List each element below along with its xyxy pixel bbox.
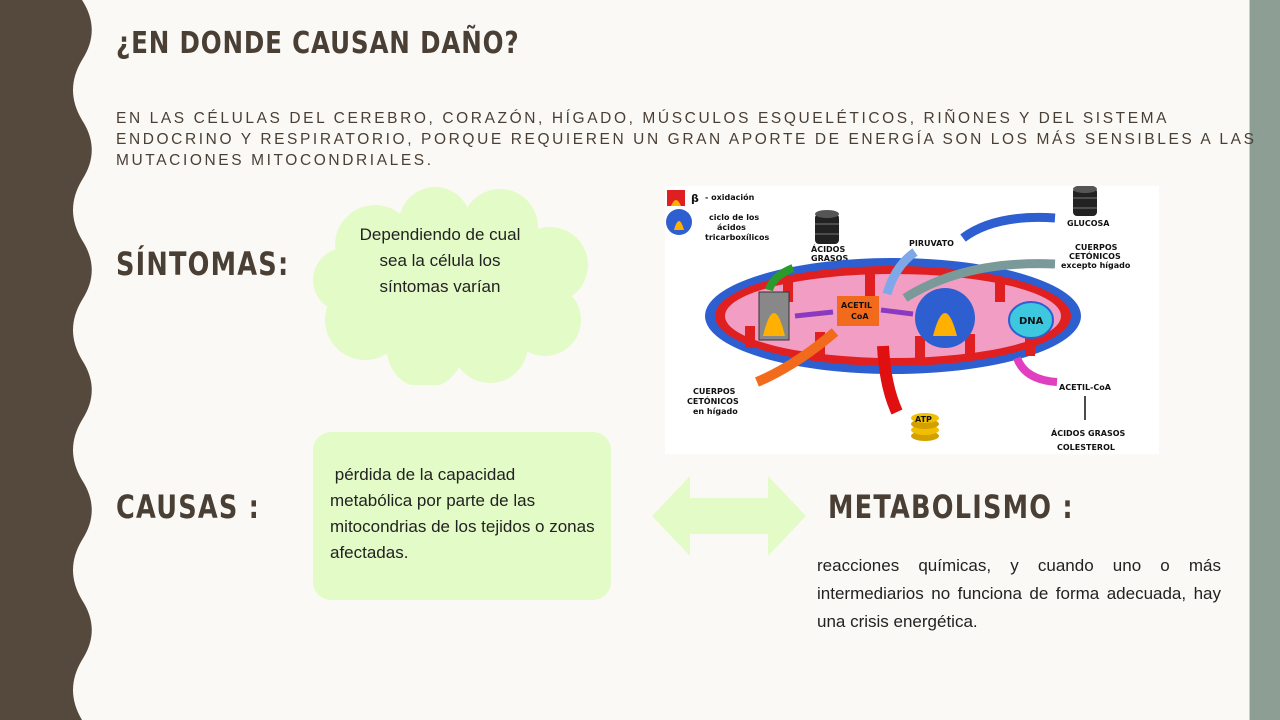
label-coa: CoA <box>851 312 869 321</box>
fire-icon <box>674 221 684 230</box>
mitochondria-diagram: β - oxidación ciclo de los ácidos tricar… <box>665 186 1159 454</box>
label-glucosa: GLUCOSA <box>1067 219 1110 228</box>
arrow-cuerpos-higado <box>755 328 839 387</box>
symptoms-heading: SÍNTOMAS: <box>116 245 290 283</box>
label-atp: ATP <box>915 415 932 424</box>
causes-heading: CAUSAS : <box>116 488 261 526</box>
arrow-acidos-grasos <box>765 264 795 292</box>
double-arrow-icon <box>652 476 806 556</box>
right-divider <box>1249 0 1250 720</box>
causes-box <box>313 432 611 600</box>
metabolism-text: reacciones químicas, y cuando uno o más … <box>817 556 1221 631</box>
beta-symbol: β <box>691 192 699 205</box>
fire-icon <box>933 313 957 336</box>
label-cuerpos-higado-2: CETÓNICOS <box>687 395 739 406</box>
arrow-piruvato <box>882 248 918 296</box>
slide-title: ¿EN DONDE CAUSAN DAÑO? <box>116 26 520 61</box>
label-colesterol: COLESTEROL <box>1057 443 1115 452</box>
label-acetil: ACETIL <box>841 301 872 310</box>
arrow-acetil-to-krebs <box>880 307 914 317</box>
label-acidos-grasos-out: ÁCIDOS GRASOS <box>1051 427 1126 438</box>
cloud-callout <box>313 187 588 385</box>
metabolism-heading: METABOLISMO : <box>828 488 1074 526</box>
arrow-cuerpos-cetonicos <box>902 259 1056 302</box>
label-dna: DNA <box>1019 316 1044 327</box>
label-cuerpos-higado-1: CUERPOS <box>693 387 736 396</box>
fire-icon <box>763 313 785 336</box>
legend-cycle-label-2: ácidos <box>717 223 746 232</box>
fire-icon <box>671 200 681 206</box>
wavy-side-band <box>0 0 92 720</box>
dna-ellipse <box>1008 301 1054 339</box>
arrow-acetil-coa <box>1013 356 1058 386</box>
legend-cycle-label-1: ciclo de los <box>709 213 759 222</box>
causes-text: pérdida de la capacidad metabólica por p… <box>330 465 595 562</box>
mitochondrion-matrix <box>725 274 1061 358</box>
legend-cycle-label-3: tricarboxílicos <box>705 233 769 242</box>
label-cuerpos-cetonicos-3: excepto hígado <box>1061 261 1131 270</box>
legend-beta-swatch <box>667 190 685 206</box>
arrow-glucosa <box>960 212 1056 242</box>
label-acidos-grasos-2: GRASOS <box>811 254 848 263</box>
arrow-beta-to-acetil <box>794 309 834 319</box>
barrel-icon <box>815 210 839 244</box>
label-piruvato: PIRUVATO <box>909 239 954 248</box>
arrow-atp <box>877 345 903 415</box>
intro-paragraph: EN LAS CÉLULAS DEL CEREBRO, CORAZÓN, HÍG… <box>116 110 1257 169</box>
label-acetil-coa: ACETIL-CoA <box>1059 383 1112 392</box>
label-cuerpos-higado-3: en hígado <box>693 407 738 416</box>
legend-beta-label: - oxidación <box>705 192 755 202</box>
cloud-text: Dependiendo de cual sea la célula los sí… <box>359 225 521 296</box>
label-acidos-grasos-1: ÁCIDOS <box>811 243 845 254</box>
label-cuerpos-cetonicos-2: CETÓNICOS <box>1069 250 1121 261</box>
right-side-strip <box>1250 0 1280 720</box>
acetil-coa-box <box>837 296 879 326</box>
barrel-icon <box>1073 186 1097 216</box>
atp-coins-icon <box>911 413 939 441</box>
label-cuerpos-cetonicos-1: CUERPOS <box>1075 243 1118 252</box>
